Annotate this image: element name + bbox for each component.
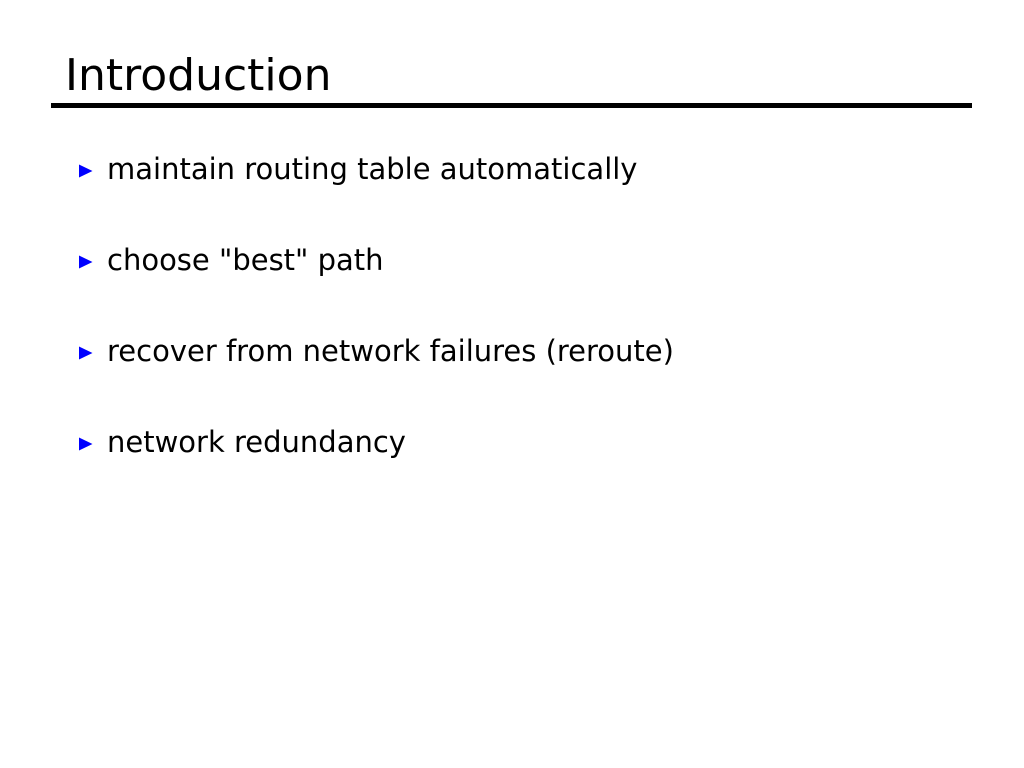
page-title: Introduction [65, 50, 332, 101]
list-item-label: maintain routing table automatically [107, 152, 638, 186]
triangle-right-icon [77, 423, 97, 463]
list-item-label: network redundancy [107, 425, 406, 459]
triangle-right-icon [77, 241, 97, 281]
list-item: recover from network failures (reroute) [77, 332, 977, 423]
title-underline-rule [51, 103, 972, 108]
list-item: choose "best" path [77, 241, 977, 332]
list-item-label: recover from network failures (reroute) [107, 334, 674, 368]
bullet-list: maintain routing table automatically cho… [77, 150, 977, 514]
list-item: maintain routing table automatically [77, 150, 977, 241]
triangle-right-icon [77, 150, 97, 190]
slide-title-block: Introduction [51, 50, 972, 108]
list-item-label: choose "best" path [107, 243, 384, 277]
list-item: network redundancy [77, 423, 977, 514]
triangle-right-icon [77, 332, 97, 372]
